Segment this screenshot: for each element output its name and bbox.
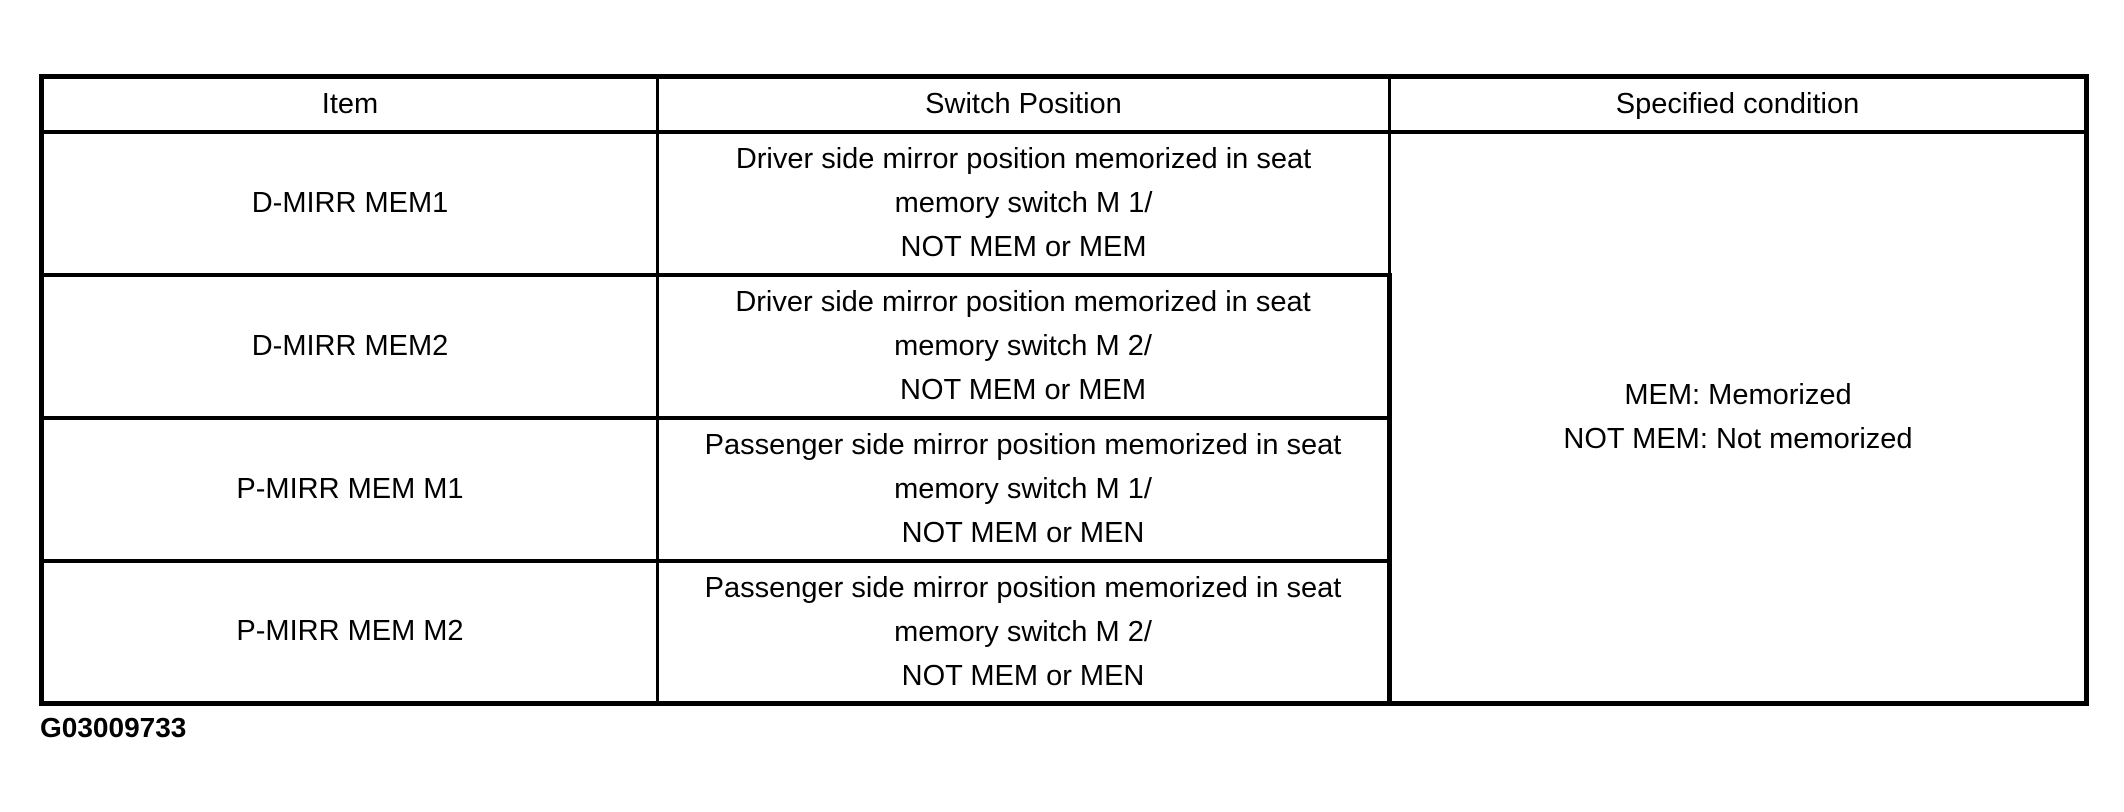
table-row: P-MIRR MEM M1 Passenger side mirror posi… — [39, 415, 2087, 563]
switch-position-cell: Driver side mirror position memorized in… — [656, 272, 1392, 420]
item-cell: D-MIRR MEM1 — [39, 129, 659, 277]
column-header-specified-condition: Specified condition — [1388, 74, 2089, 134]
column-header-item: Item — [39, 74, 659, 134]
table-row: D-MIRR MEM1 Driver side mirror position … — [39, 129, 2089, 706]
table-header-row: Item Switch Position Specified condition — [39, 74, 2089, 134]
table-row: D-MIRR MEM2 Driver side mirror position … — [39, 272, 2087, 420]
figure-id: G03009733 — [40, 712, 187, 743]
switch-position-cell: Passenger side mirror position memorized… — [656, 415, 1392, 563]
switch-condition-table: Item Switch Position Specified condition… — [39, 74, 2089, 706]
item-cell: D-MIRR MEM2 — [39, 272, 659, 420]
switch-position-cell: Driver side mirror position memorized in… — [656, 129, 1391, 277]
column-header-switch-position: Switch Position — [656, 74, 1391, 134]
item-cell: P-MIRR MEM M1 — [39, 415, 659, 563]
table-row: P-MIRR MEM M2 Passenger side mirror posi… — [39, 558, 2087, 706]
specified-condition-cell: MEM: Memorized NOT MEM: Not memorized — [1388, 129, 2089, 706]
switch-position-cell: Passenger side mirror position memorized… — [656, 558, 1392, 706]
item-cell: P-MIRR MEM M2 — [39, 558, 659, 706]
